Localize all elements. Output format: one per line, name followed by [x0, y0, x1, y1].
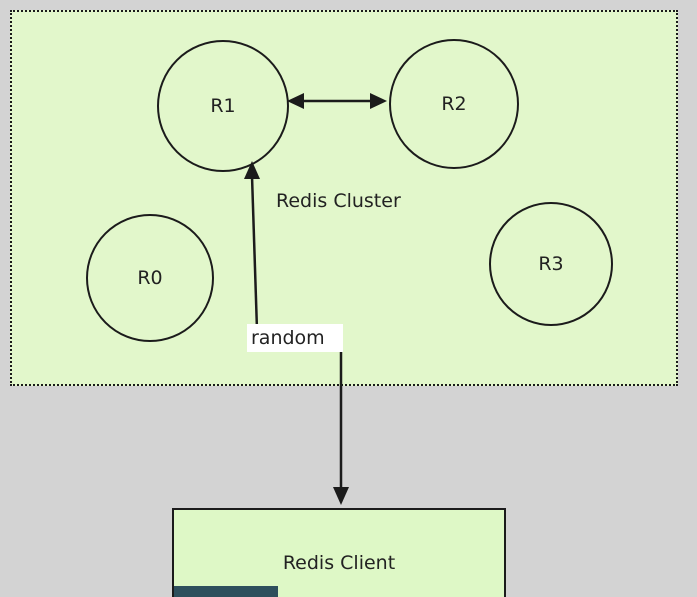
node-r0-label: R0: [137, 267, 163, 289]
node-r3: R3: [489, 202, 613, 326]
node-r3-label: R3: [538, 253, 564, 275]
node-r1-label: R1: [210, 95, 236, 117]
redis-client-box: Redis Client: [172, 508, 506, 597]
cluster-title: Redis Cluster: [276, 190, 401, 212]
redis-cluster-box: R1 R2 R0 R3 Redis Cluster: [10, 10, 678, 386]
edge-label-random: random: [247, 324, 343, 352]
node-r0: R0: [86, 214, 214, 342]
node-r2: R2: [389, 39, 519, 169]
node-r1: R1: [157, 40, 289, 172]
client-label: Redis Client: [282, 552, 396, 574]
video-progress-bar: [174, 586, 278, 597]
arrow-random-to-client-head: [333, 487, 349, 505]
node-r2-label: R2: [441, 93, 467, 115]
